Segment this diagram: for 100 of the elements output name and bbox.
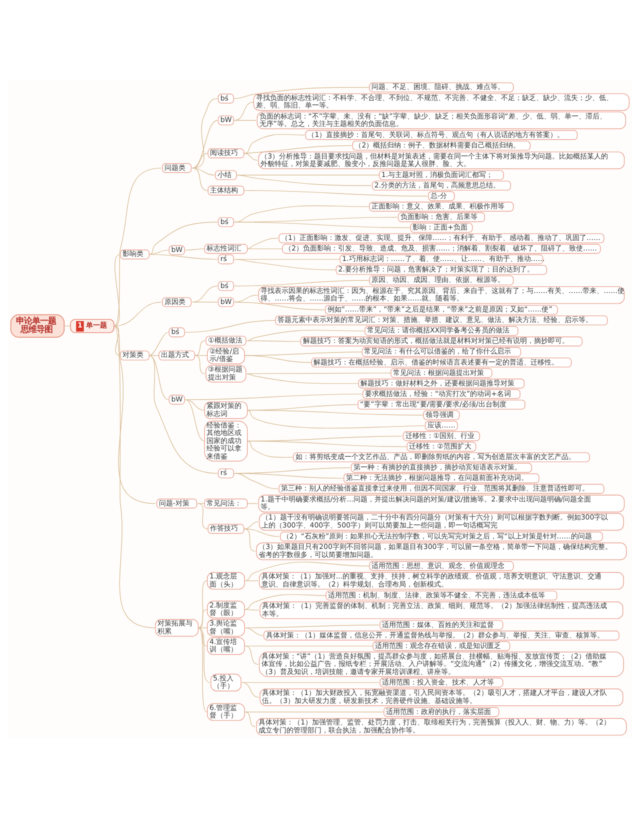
node-box: 问题、不足、困境、阻碍、挑战、难点等。 (369, 82, 514, 92)
connector (192, 120, 218, 168)
node-box: 解题技巧：做好材料之外，还要根据问题推导对策 (358, 378, 525, 388)
connector (184, 398, 205, 441)
connector (236, 174, 372, 186)
connector (234, 472, 278, 489)
connector (244, 520, 259, 529)
node-box: 常见问法：请你概括XX同学备考公务员的做法 (364, 326, 518, 336)
connector (247, 409, 424, 415)
node-box: bW (218, 114, 234, 125)
node-box: 迁移性：②范围扩大 (406, 441, 476, 452)
connector (192, 301, 218, 302)
connector (234, 101, 254, 120)
node-box: （3）如果题目只有200字则不回答问题，如果题目有300字，可以留一条空格，简单带一下问题，确保结构完整。省考的字数很多，可以简要增加问题。 (256, 542, 627, 560)
node-box: 适用范围：思想、意识、观念、价值观理念 (369, 560, 514, 570)
node-box: 寻找负面的标志性词汇：不科学、不合理、不到位、不规范、不完善、不健全、不足；缺乏、缺少、流失；少、低、差、弱、陈旧、单一等。 (253, 92, 630, 110)
node-box: ③根据问题提出对策 (206, 364, 246, 382)
node-box: ②经验/启示/借鉴 (207, 346, 245, 364)
node-box: 解题技巧：答案为动宾短语的形式，概括做法就是材料对对策已经有说明，摘抄即可。 (300, 336, 582, 346)
node-box: 具体对策：（1）加强管理、监管、处罚力度，打击、取缔相关行为，完善预算（投入人、财、物、力）等。（2）成立专门的管理部门，联合执法，加强配合协作等。 (256, 718, 627, 736)
node-box: bW (168, 394, 185, 404)
node-box: （2）概括归纳：例子、数据材料需要自己概括归纳。 (352, 140, 531, 150)
connector (192, 98, 218, 168)
node-box: 总-分 (428, 190, 455, 201)
node-box: 适用范围：投入资金、技术、人才等 (380, 677, 504, 687)
connector (148, 331, 169, 356)
node-box: 适用范围：机制、制度、法律、政策等不健全、不完善，违法成本低等 (326, 590, 558, 600)
connector (194, 354, 206, 374)
connector (244, 580, 259, 581)
node-box: （1）直接摘抄：首尾句、关联词、标点符号、观点句（有人说话的地方有答案）。 (305, 130, 578, 140)
node-box: bś (218, 280, 234, 290)
node-box: 具体对策：（1）加强对...的重视、支持、扶持，树立科学的政绩观、价值观，培养文明意识、守法意识、交通意识、自律意识等。（2）科学规划、合理布局，创新模式。 (258, 572, 624, 590)
node-box: 问题类 (162, 162, 192, 172)
node-box: 正面影响：意义、效果、成果、积极作用等 (369, 201, 514, 212)
connector (247, 409, 425, 428)
node-box: 寻找表示因果的标志性词汇：因为、根源在于、究其原因、背后、来自于、这就有了；与……有关、……带来、……使得、……将会、……源自于、……的根本、如果……就、随着等。 (258, 286, 625, 304)
connector (244, 594, 326, 610)
node-box: 申论单一题思维导图 (10, 314, 65, 338)
node-box: 1.巧用标志词：……了、着、使……、让……、有助于、推动…… (340, 254, 544, 264)
connector (114, 325, 156, 628)
node-box: 解题技巧：在概括经验、启示、借鉴的时候语言表述要有一定的普适、迁移性。 (311, 357, 572, 367)
node-box: rś (218, 254, 234, 264)
connector (244, 528, 256, 552)
node-box: 常见问法： (204, 498, 248, 508)
connector (244, 354, 312, 362)
node-box: 2.制度监督（眼） (207, 600, 245, 618)
node-box: rś (218, 468, 234, 478)
connector (198, 502, 205, 504)
node-box: （3）分析推导：题目要求找问题，但材料是对策表述，需要在同一个主体下将对策推导为问题。比如概括某人的外貌特征，对策是要减肥、脸变小，反推问题是某人很胖、脸、大。 (258, 151, 625, 169)
node-box: 小结 (215, 170, 237, 180)
node-box: 原因类 (162, 296, 192, 307)
node-box: 出题方式 (158, 350, 196, 360)
node-box: 应该…… (424, 420, 458, 430)
connector (244, 645, 259, 664)
node-box: 影响：正面+负面 (410, 222, 473, 232)
node-box: 具体对策：“讲”（1）营造良好氛围，提高群众参与度，如搭展台、挂横幅、贴海报、发放宣传页；（2）借助媒体宣传，比如公益广告，报纸专栏；开展活动、入户讲解等。“交流沟通”（2）传播文化，增强交流互动。“教”（3）普及知识，培训技能，邀请专家开展培训课程、讲座等。 (258, 651, 624, 676)
connector (247, 248, 282, 249)
node-box: 6.管理监督（手） (207, 702, 245, 720)
connector (242, 682, 260, 698)
connector (247, 440, 407, 447)
connector (148, 254, 218, 260)
node-box: 适用范围：政府的执行，落实层面 (384, 706, 500, 716)
node-box: “要”字辈：常出现“要/需要/要求/必须/出台制度 (358, 399, 526, 410)
connector (114, 325, 156, 504)
node-box: 阅读技巧 (208, 148, 244, 158)
node-box: 迁移性：①国别、行业 (402, 430, 480, 441)
connector (114, 301, 162, 326)
connector (148, 354, 218, 474)
node-box: 1.观念层面（头） (207, 572, 245, 590)
node-box: 2.要分析推导：问题，危害解决了；对策实现了；目的达到了。 (336, 264, 548, 274)
connector (244, 528, 280, 536)
connector (234, 258, 336, 270)
node-box: bś (218, 216, 234, 227)
connector (244, 561, 370, 581)
connector (244, 626, 264, 636)
connector (184, 398, 205, 410)
connector (234, 301, 325, 310)
node-box: 主体结构 (208, 185, 244, 195)
connector (246, 340, 301, 342)
node-box: 常见问法：有什么可以借鉴的，给了你什么启示 (362, 346, 522, 356)
connector (114, 325, 121, 356)
connector (194, 340, 206, 356)
node-box: 适用范围：观念存在错误，或是知识匮乏 (372, 640, 510, 650)
connector (114, 254, 121, 326)
node-box: 适用范围：媒体、百姓的关注和监督 (380, 620, 504, 630)
connector (246, 372, 391, 374)
connector (247, 440, 293, 458)
connector (184, 248, 205, 250)
node-box: bW (218, 296, 234, 307)
node-box: 标志性词汇 (204, 243, 248, 254)
node-box: 紧跟对策的标志词 (204, 400, 248, 418)
node-box: 对策类 (120, 350, 150, 360)
node-box: 具体对策：（1）加大财政投入，拓宽融资渠道，引入民间资本等。（2）吸引人才，搭建人才平台，建设人才队伍。（3）加大研发力度，研发新技术，完善硬件设施、基础设施等。 (260, 688, 624, 706)
node-box: 具体对策：（1）完善监督的体制、机制；完善立法、政策、细则、规范等。（2）加强法律惩制性，提高违法成本等。 (260, 601, 624, 619)
node-box: 作答技巧 (208, 523, 244, 534)
node-box: 问题-对策 (156, 498, 198, 508)
connector (234, 472, 344, 478)
node-box: bW (168, 244, 185, 255)
node-box: 原因、动因、成因、理由、依据、根源等。 (369, 274, 514, 285)
connector (244, 608, 260, 610)
